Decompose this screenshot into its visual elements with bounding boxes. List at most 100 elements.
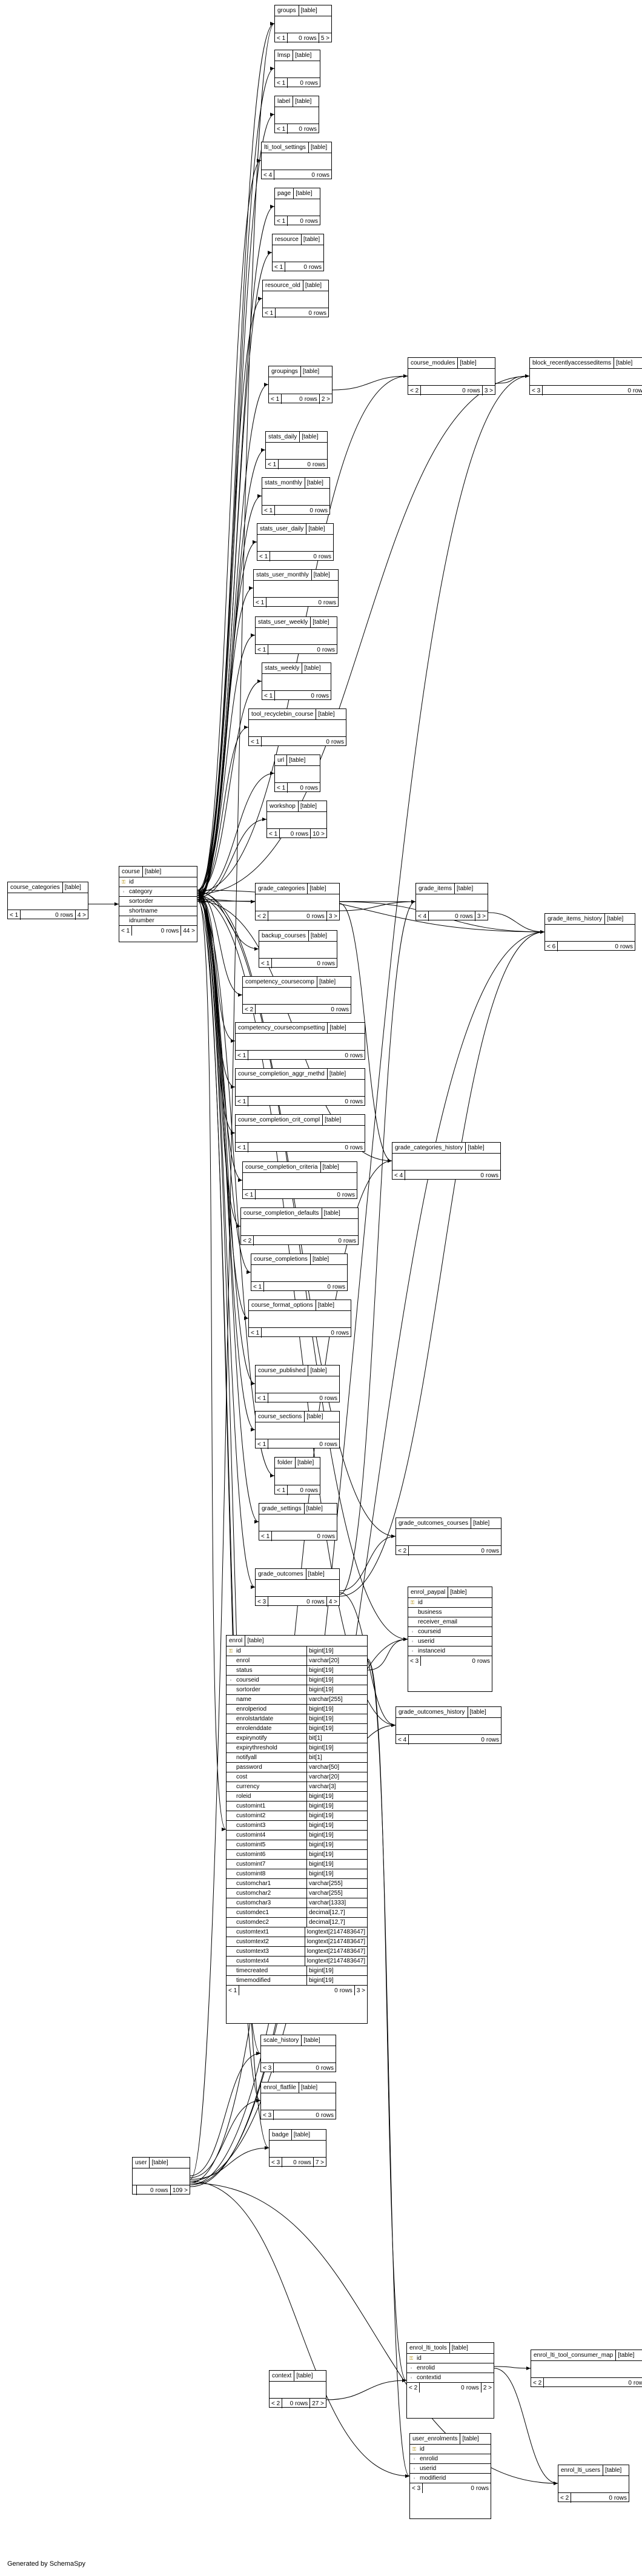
table-name[interactable]: stats_weekly [265, 665, 300, 672]
table-name[interactable]: url [277, 757, 285, 764]
children-count[interactable]: < 1 [245, 1191, 254, 1198]
table-header[interactable]: grade_items[table] [416, 883, 488, 894]
table-header[interactable]: enrol[table] [227, 1636, 367, 1646]
children-count[interactable]: < 1 [228, 1987, 237, 1994]
children-count[interactable]: < 1 [237, 1144, 247, 1151]
table-header[interactable]: course_categories[table] [8, 882, 88, 893]
children-count[interactable]: < 4 [263, 171, 273, 179]
children-count[interactable]: < 1 [237, 1098, 247, 1105]
children-count[interactable]: < 1 [121, 927, 130, 934]
table-name[interactable]: course_published [258, 1367, 306, 1374]
children-count[interactable]: < 1 [277, 217, 286, 225]
table-name[interactable]: course_modules [411, 360, 455, 366]
table-header[interactable]: grade_categories[table] [256, 883, 339, 894]
column-row[interactable]: ◦courseid [408, 1627, 492, 1637]
children-count[interactable]: < 3 [263, 2064, 272, 2072]
table-name[interactable]: course_completions [254, 1256, 308, 1263]
children-count[interactable]: < 1 [10, 911, 19, 919]
table-name[interactable]: course_sections [258, 1413, 302, 1420]
table-name[interactable]: workshop [270, 803, 296, 810]
table-name[interactable]: groups [277, 7, 296, 14]
table-name[interactable]: scale_history [263, 2037, 299, 2044]
children-count[interactable]: < 2 [271, 2400, 280, 2407]
children-count[interactable]: < 1 [251, 738, 260, 745]
table-name[interactable]: resource [275, 236, 299, 243]
table-name[interactable]: grade_items [419, 885, 452, 892]
children-count[interactable]: < 2 [243, 1237, 252, 1244]
column-row[interactable]: ◦enrolid [410, 2454, 491, 2464]
parents-count[interactable]: 4 > [326, 1597, 339, 1607]
children-count[interactable]: < 4 [398, 1736, 407, 1743]
parents-count[interactable]: 10 > [310, 829, 326, 839]
children-count[interactable]: < 2 [245, 1006, 254, 1013]
children-count[interactable]: < 2 [398, 1547, 407, 1554]
table-header[interactable]: grade_outcomes_history[table] [396, 1707, 501, 1718]
table-header[interactable]: grade_items_history[table] [545, 914, 635, 925]
table-header[interactable]: course_completion_defaults[table] [241, 1208, 358, 1219]
children-count[interactable]: < 3 [263, 2112, 272, 2119]
children-count[interactable]: < 2 [533, 2379, 542, 2386]
children-count[interactable]: < 1 [277, 125, 286, 133]
children-count[interactable]: < 1 [257, 1395, 266, 1402]
table-name[interactable]: folder [277, 1459, 293, 1466]
children-count[interactable]: < 1 [274, 263, 283, 271]
parents-count[interactable]: 3 > [482, 386, 495, 395]
table-header[interactable]: groupings[table] [269, 366, 332, 377]
children-count[interactable]: < 3 [257, 1598, 266, 1605]
table-header[interactable]: page[table] [275, 188, 320, 199]
table-user-enrolments[interactable]: user_enrolments[table]⚿id◦enrolid◦userid… [409, 2433, 491, 2519]
table-header[interactable]: resource_old[table] [263, 280, 328, 291]
column-row[interactable]: ⚿id [119, 877, 197, 887]
table-header[interactable]: groups[table] [275, 5, 331, 16]
table-header[interactable]: lmsp[table] [275, 50, 320, 61]
children-count[interactable]: < 3 [410, 1657, 419, 1665]
table-name[interactable]: grade_settings [262, 1505, 302, 1512]
table-header[interactable]: badge[table] [270, 2130, 326, 2141]
table-name[interactable]: course [122, 868, 141, 875]
table-header[interactable]: label[table] [275, 96, 319, 107]
table-name[interactable]: enrol_flatfile [263, 2084, 296, 2091]
table-header[interactable]: competency_coursecompsetting[table] [236, 1023, 365, 1034]
table-header[interactable]: enrol_lti_tools[table] [407, 2343, 494, 2354]
parents-count[interactable]: 7 > [313, 2158, 326, 2167]
table-header[interactable]: backup_courses[table] [259, 931, 337, 942]
table-header[interactable]: course_modules[table] [408, 358, 495, 369]
table-name[interactable]: groupings [271, 368, 298, 375]
table-name[interactable]: enrol_lti_tool_consumer_map [534, 2352, 614, 2359]
column-row[interactable]: receiver_email [408, 1617, 492, 1627]
parents-count[interactable]: 3 > [354, 1986, 367, 1995]
column-row[interactable]: ◦contextid [407, 2373, 494, 2383]
table-name[interactable]: course_completion_defaults [243, 1210, 319, 1217]
table-header[interactable]: course_completion_criteria[table] [243, 1162, 357, 1173]
